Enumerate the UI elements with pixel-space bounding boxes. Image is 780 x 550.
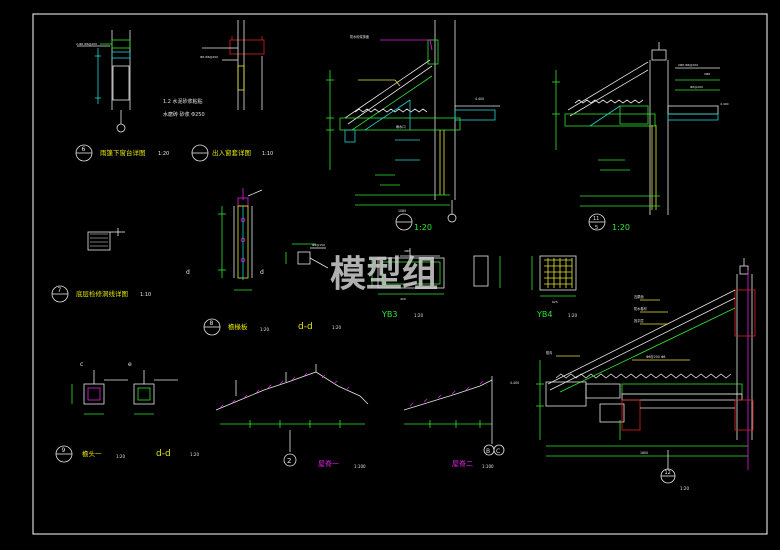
detail-number: 12 — [665, 470, 671, 476]
detail-number: 6 — [82, 146, 86, 153]
detail-text: 4.400 — [510, 381, 519, 385]
section-scale: 1:20 — [332, 325, 341, 330]
axis-label-c: C — [496, 448, 500, 455]
detail-text: 2Φ6 — [704, 72, 710, 76]
detail-scale: 1:20 — [414, 223, 432, 232]
detail-roof-ridge-1 — [215, 364, 369, 467]
detail-text: 4Φ6 — [404, 249, 410, 253]
detail-number: 9 — [62, 447, 66, 454]
detail-note-2: 水磨砖 砂浆 Φ250 — [163, 111, 205, 118]
detail-access-hole-title: 7 底层检修洞线详图 1:10 — [51, 285, 151, 303]
detail-eaves-section-a-title: 1:20 — [395, 213, 432, 232]
detail-eave-board — [218, 188, 263, 291]
detail-text: 找平层 — [634, 318, 644, 323]
detail-window-frame — [202, 20, 265, 110]
detail-scale: 1:20 — [260, 327, 269, 332]
roof-scale: 1:100 — [354, 464, 366, 469]
detail-small-section — [285, 243, 329, 269]
detail-text: c — [80, 361, 83, 368]
detail-text: e — [128, 361, 132, 368]
detail-text: 4.400 — [475, 97, 484, 101]
detail-scale: 1:20 — [680, 486, 689, 491]
dimension-label-d: d — [260, 269, 264, 276]
detail-eaves-section-a — [326, 20, 500, 223]
roof-scale: 1:100 — [482, 464, 494, 469]
detail-note-1: 1.2 水泥砂浆粘贴 — [163, 98, 203, 105]
detail-yb4 — [473, 255, 577, 297]
detail-title: 雨篷下窗台详图 — [100, 148, 146, 157]
detail-eaves-section-b-title: 11 5 1:20 — [588, 213, 630, 232]
detail-text: 檐沟 — [546, 350, 552, 355]
detail-scale: 1:20 — [612, 223, 630, 232]
detail-large-eave-title: 12 1:20 — [665, 470, 690, 491]
detail-text: 4.400 — [720, 102, 729, 106]
detail-title: 底层检修洞线详图 — [76, 289, 128, 298]
detail-window-frame-title: 出入窗套详图 1:10 — [191, 144, 273, 162]
detail-text: 防水砂浆抹面 — [350, 34, 369, 39]
axis-label-2: 2 — [287, 457, 291, 465]
detail-scale: 1:20 — [568, 313, 577, 318]
detail-window-sill-title: 6 雨篷下窗台详图 1:20 — [75, 144, 169, 162]
detail-text: 防水卷材 — [634, 306, 648, 311]
detail-title: 出入窗套详图 — [212, 148, 251, 157]
detail-number: 7 — [58, 287, 62, 294]
detail-eave-board-title: 8 檐椽板 1:20 — [203, 318, 269, 336]
detail-yb3 — [371, 248, 445, 295]
detail-label-yb3: YB3 — [381, 310, 397, 319]
detail-text: Φ6@200 — [690, 85, 703, 89]
drawing-frame — [32, 13, 768, 535]
detail-text: 瓦屋面 — [634, 294, 644, 299]
detail-label-yb4: YB4 — [536, 310, 552, 319]
section-scale: 1:20 — [190, 452, 199, 457]
dimension-label-d: d — [186, 269, 190, 276]
detail-scale: 1:20 — [414, 313, 423, 318]
section-label-dd: d-d — [298, 322, 313, 332]
detail-roof-ridge-2 — [403, 376, 505, 456]
detail-text: Φ6 Φ6@200 — [200, 55, 218, 59]
detail-text: Φ6@150 — [312, 243, 325, 247]
detail-scale: 1:20 — [158, 151, 169, 157]
detail-number: 11 — [593, 216, 599, 222]
detail-text: 2-Φ6 Φ6@200 — [76, 42, 97, 46]
detail-text: 1080 — [398, 209, 406, 213]
detail-eaves-section-b — [552, 42, 720, 215]
roof-title: 屋脊二 — [452, 459, 473, 468]
roof-title: 屋脊一 — [318, 459, 339, 468]
detail-eave-head-title: 9 檐头一 1:20 — [55, 445, 125, 463]
detail-scale: 1:10 — [262, 151, 273, 157]
detail-title: 檐头一 — [82, 449, 102, 458]
detail-text: 1800 — [640, 451, 648, 455]
axis-label-b: B — [486, 448, 490, 455]
detail-text: 雨水口 — [396, 124, 406, 129]
detail-text: 2Φ6 Φ6@200 — [678, 63, 698, 67]
section-label-dd: d-d — [156, 449, 171, 459]
detail-scale: 1:10 — [140, 292, 151, 298]
detail-large-eave — [536, 258, 756, 484]
detail-title: 檐椽板 — [228, 322, 248, 331]
detail-number: 5 — [595, 225, 598, 231]
detail-text: 625 — [552, 300, 558, 304]
detail-text: Φ6@200 Φ8 — [646, 355, 665, 359]
detail-eave-head — [71, 370, 178, 415]
detail-access-hole — [87, 228, 125, 251]
detail-number: 8 — [210, 320, 214, 327]
watermark-text: 模型组 — [330, 254, 438, 295]
detail-window-sill — [77, 30, 131, 133]
detail-text: 400 — [400, 297, 406, 301]
detail-scale: 1:20 — [116, 454, 125, 459]
